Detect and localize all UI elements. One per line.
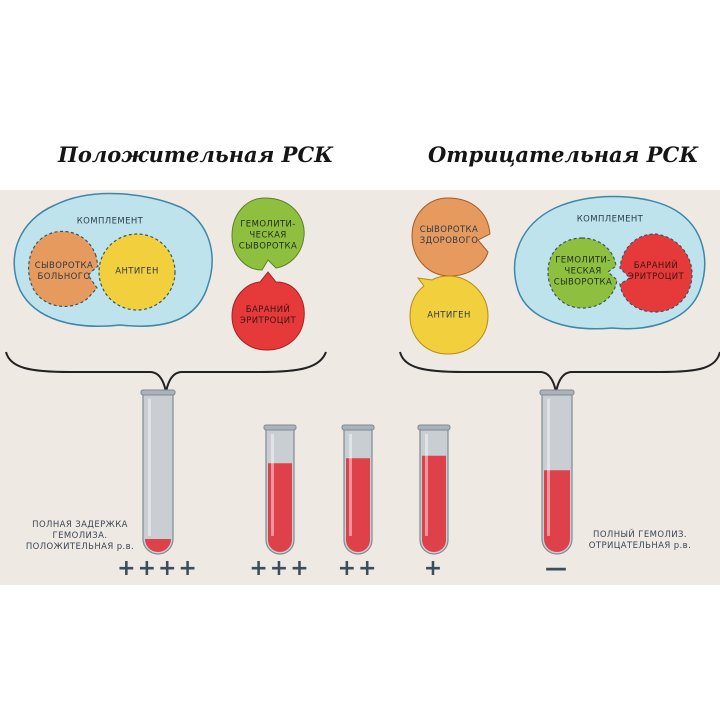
title-positive: Положительная РСК	[58, 142, 334, 167]
title-negative: Отрицательная РСК	[428, 142, 699, 167]
sign-tube-3: ++	[337, 556, 379, 581]
tube-rim	[341, 424, 375, 431]
label-antigen-left: АНТИГЕН	[115, 266, 159, 277]
brace-right	[399, 351, 720, 393]
brace-left	[5, 351, 327, 393]
sign-tube-2: +++	[249, 556, 311, 581]
tube-highlight	[547, 399, 550, 536]
label-patient-serum: СЫВОРОТКА БОЛЬНОГО	[34, 261, 94, 282]
tube-rim	[140, 389, 176, 396]
sign-tube-1: ++++	[117, 556, 199, 581]
sign-tube-4: +	[423, 556, 445, 581]
label-sheep-rbc-right: БАРАНИЙ ЭРИТРОЦИТ	[627, 261, 685, 282]
tube-liquid	[145, 539, 171, 552]
tube-rim	[263, 424, 297, 431]
label-sheep-rbc-top: БАРАНИЙ ЭРИТРОЦИТ	[239, 305, 297, 326]
caption-positive: ПОЛНАЯ ЗАДЕРЖКА ГЕМОЛИЗА. ПОЛОЖИТЕЛЬНАЯ …	[25, 520, 135, 552]
tube-rim	[417, 424, 451, 431]
label-hemolytic-serum-right: ГЕМОЛИТИ- ЧЕСКАЯ СЫВОРОТКА	[553, 255, 613, 288]
hemolytic-serum-top-shape	[231, 197, 305, 271]
sign-tube-5: —	[545, 556, 569, 581]
caption-negative: ПОЛНЫЙ ГЕМОЛИЗ. ОТРИЦАТЕЛЬНАЯ р.в.	[588, 530, 692, 551]
antigen-right-shape	[409, 275, 489, 355]
test-tube-4	[417, 424, 451, 555]
tube-highlight	[271, 434, 274, 536]
tube-glass	[142, 392, 174, 555]
antigen-left-shape	[98, 233, 176, 311]
label-hemolytic-serum-top: ГЕМОЛИТИ- ЧЕСКАЯ СЫВОРОТКА	[238, 219, 298, 252]
label-antigen-right: АНТИГЕН	[427, 310, 471, 321]
test-tube-3	[341, 424, 375, 555]
tube-liquid	[544, 470, 570, 552]
sheep-rbc-top-shape	[231, 271, 305, 351]
tube-rim	[539, 389, 575, 396]
tube-highlight	[425, 434, 428, 536]
test-tube-5	[539, 389, 575, 555]
label-complement-left: КОМПЛЕМЕНТ	[76, 216, 144, 227]
test-tube-1	[140, 389, 176, 555]
test-tube-2	[263, 424, 297, 555]
label-complement-right: КОМПЛЕМЕНТ	[576, 214, 644, 225]
tube-highlight	[148, 399, 151, 536]
tube-highlight	[349, 434, 352, 536]
patient-serum-shape	[28, 230, 99, 307]
hemolytic-serum-right-shape	[547, 237, 618, 309]
label-healthy-serum: СЫВОРОТКА ЗДОРОВОГО	[419, 225, 479, 246]
tube-liquid	[268, 463, 292, 552]
sheep-rbc-right-shape	[619, 233, 693, 313]
test-tubes	[140, 389, 575, 555]
tube-liquid	[346, 458, 370, 552]
tube-liquid	[422, 455, 446, 552]
